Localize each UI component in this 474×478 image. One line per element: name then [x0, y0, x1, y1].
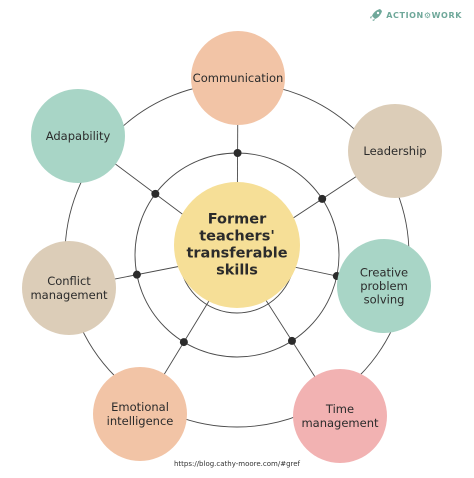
skill-label: Adapability [46, 129, 111, 143]
skill-node-circle [293, 369, 387, 463]
skill-label: problem [360, 279, 408, 293]
skill-node-circle [31, 89, 125, 183]
brand-logo-text: ACTION⚙WORK [386, 10, 462, 20]
junction-dot [132, 270, 141, 279]
skill-node-communication[interactable]: Communication [191, 31, 285, 125]
junction-dot [179, 338, 188, 347]
junction-dot [318, 194, 327, 203]
skill-label: intelligence [107, 414, 174, 428]
skill-label: solving [364, 293, 405, 307]
skill-label: Emotional [111, 400, 169, 414]
center-title: teachers' [199, 228, 275, 244]
junction-dot [233, 149, 242, 158]
skill-node-circle [22, 241, 116, 335]
skill-label: Communication [193, 71, 284, 85]
skill-node-adapability[interactable]: Adapability [31, 89, 125, 183]
skill-label: Time [325, 402, 354, 416]
skill-nodes-layer: CommunicationLeadershipCreativeproblemso… [22, 31, 442, 463]
junction-dot [151, 189, 160, 198]
skill-node-circle [348, 104, 442, 198]
skill-label: Creative [360, 265, 408, 279]
center-title: Former [208, 211, 267, 227]
skill-label: Conflict [47, 274, 91, 288]
skill-node-leadership[interactable]: Leadership [348, 104, 442, 198]
center-title: transferable [186, 246, 287, 262]
rocket-icon [370, 9, 383, 21]
brand-logo[interactable]: ACTION⚙WORK [369, 8, 462, 22]
skill-label: management [30, 288, 108, 302]
center-hub-circle [174, 182, 300, 308]
junction-dot [287, 336, 296, 345]
center-title: skills [216, 263, 258, 279]
skill-node-circle [93, 367, 187, 461]
skill-node-circle [337, 239, 431, 333]
junction-dots-layer [132, 149, 341, 347]
skill-node-circle [191, 31, 285, 125]
skill-label: management [301, 416, 379, 430]
source-url[interactable]: https://blog.cathy-moore.com/#gref [173, 460, 301, 468]
skill-label: Leadership [363, 144, 426, 158]
